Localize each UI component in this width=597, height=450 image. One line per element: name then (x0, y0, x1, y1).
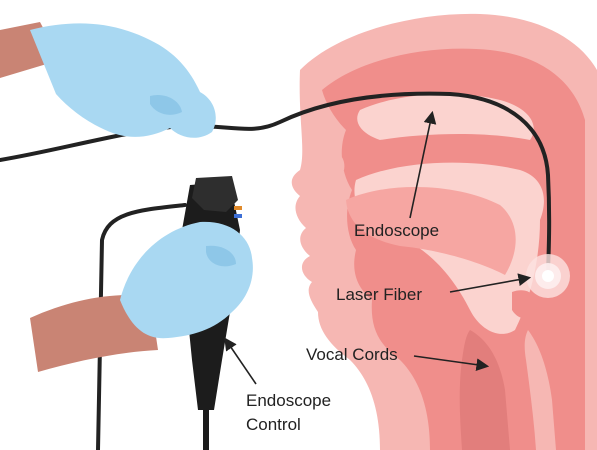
top-gloved-hand (0, 22, 216, 138)
laser-glow-icon (526, 254, 570, 298)
label-endoscope-control-line2: Control (246, 415, 301, 434)
label-endoscope-control-line1: Endoscope (246, 391, 331, 410)
gloved-hand-icon (120, 222, 253, 338)
label-endoscope: Endoscope (354, 221, 439, 240)
label-vocal-cords: Vocal Cords (306, 345, 398, 364)
endoscope-control-arrow (226, 340, 256, 384)
gloved-hand-icon (30, 23, 216, 137)
label-laser-fiber: Laser Fiber (336, 285, 422, 304)
valve-blue (234, 214, 242, 218)
head-cross-section (292, 14, 597, 450)
valve-orange (234, 206, 242, 210)
